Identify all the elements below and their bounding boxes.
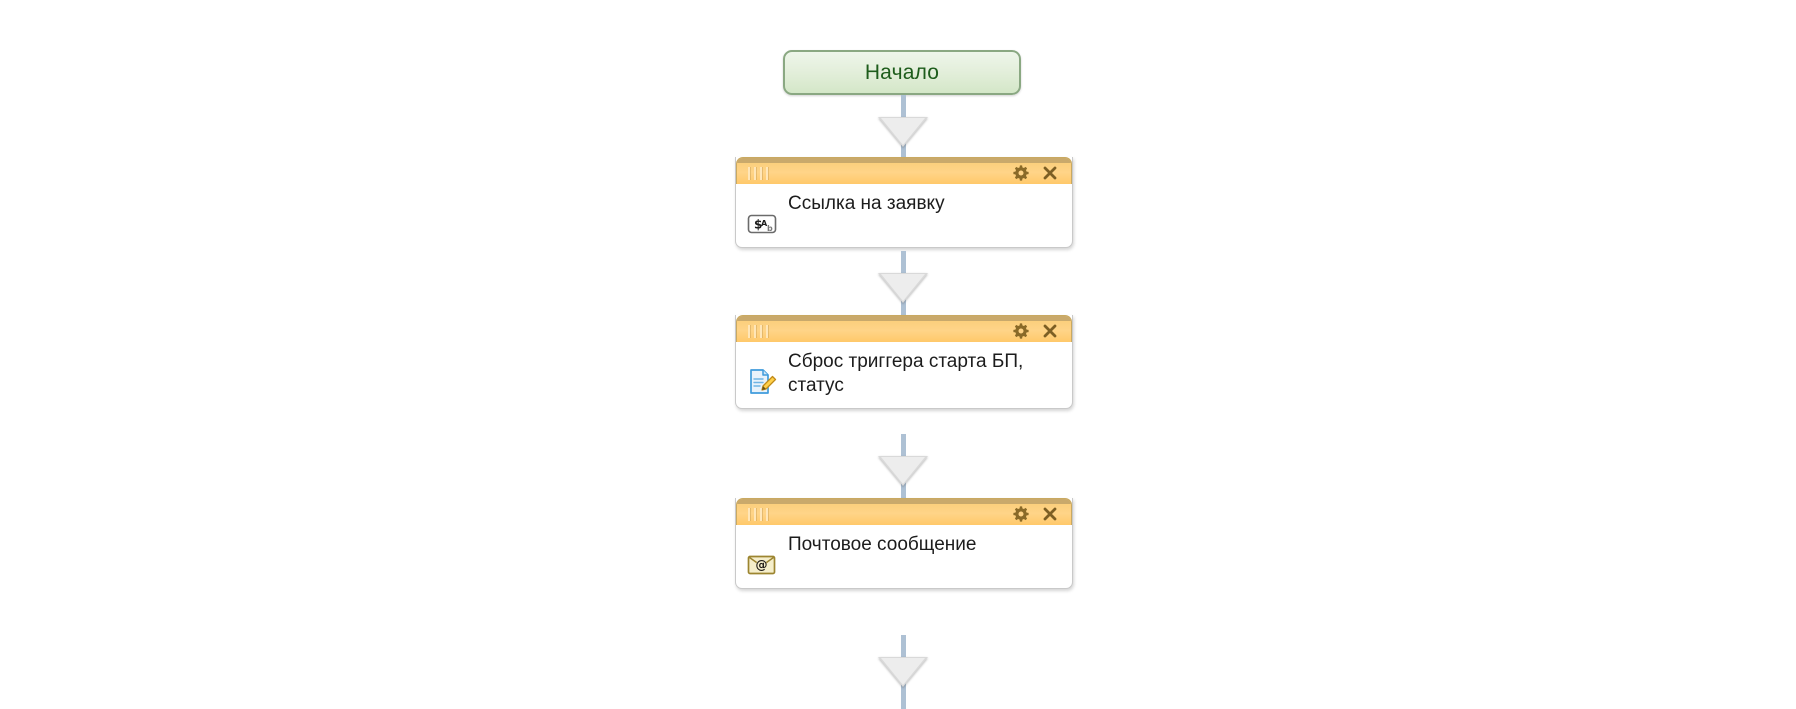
connector-node-sbros-to-node-pochta — [735, 434, 1075, 498]
task-card-sbros[interactable]: Сброс триггера старта БП, статус — [735, 315, 1073, 409]
task-card-header[interactable] — [736, 157, 1072, 184]
task-card-pochta[interactable]: @ Почтовое сообщение — [735, 498, 1073, 589]
task-card-title: Ссылка на заявку — [788, 193, 945, 214]
task-card-ssylka[interactable]: $ A b Ссылка на заявку — [735, 157, 1073, 248]
task-card-header[interactable] — [736, 498, 1072, 525]
task-card-body: $ A b Ссылка на заявку — [736, 184, 1072, 247]
arrowhead-down-fill — [881, 457, 925, 484]
drag-handle-icon[interactable] — [748, 167, 768, 180]
close-icon[interactable] — [1041, 505, 1059, 523]
connector-node-pochta-to-next — [735, 635, 1075, 709]
task-card-title: Почтовое сообщение — [788, 534, 977, 555]
document-edit-icon — [747, 368, 777, 394]
gear-icon[interactable] — [1012, 505, 1030, 523]
arrowhead-down-fill — [881, 118, 925, 145]
task-card-body: Сброс триггера старта БП, статус — [736, 342, 1072, 408]
start-node[interactable]: Начало — [783, 50, 1021, 95]
close-icon[interactable] — [1041, 164, 1059, 182]
close-icon[interactable] — [1041, 322, 1059, 340]
drag-handle-icon[interactable] — [748, 508, 768, 521]
task-card-header[interactable] — [736, 315, 1072, 342]
svg-text:b: b — [767, 224, 773, 233]
task-card-title: Сброс триггера старта БП, статус — [788, 351, 1024, 396]
variable-reference-icon: $ A b — [747, 212, 777, 238]
arrowhead-down-fill — [881, 658, 925, 685]
gear-icon[interactable] — [1012, 322, 1030, 340]
connector-node-ssylka-to-node-sbros — [735, 251, 1075, 315]
svg-text:@: @ — [756, 558, 768, 572]
arrowhead-down-fill — [881, 274, 925, 301]
svg-text:A: A — [761, 219, 768, 228]
start-node-label: Начало — [864, 61, 940, 84]
svg-text:$: $ — [754, 218, 762, 232]
connector-start-to-node-ssylka — [735, 95, 1075, 157]
gear-icon[interactable] — [1012, 164, 1030, 182]
email-message-icon: @ — [747, 553, 777, 579]
task-card-body: @ Почтовое сообщение — [736, 525, 1072, 588]
drag-handle-icon[interactable] — [748, 325, 768, 338]
